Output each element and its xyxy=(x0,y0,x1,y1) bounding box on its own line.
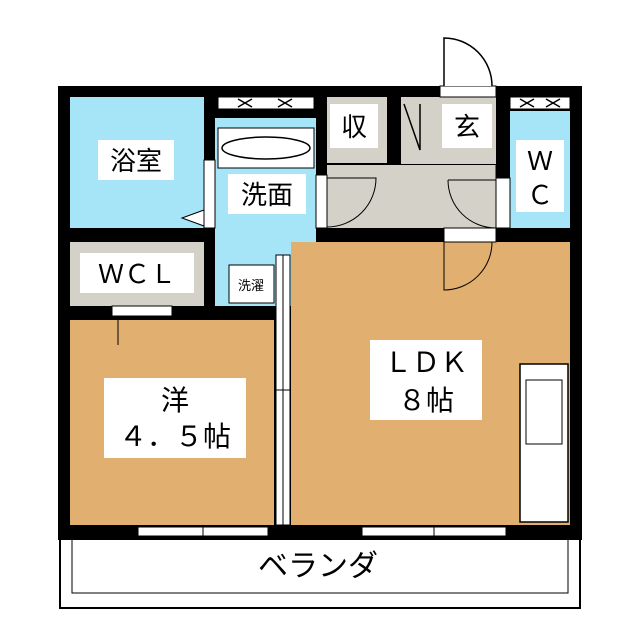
veranda xyxy=(59,536,581,609)
washroom-label-box xyxy=(228,174,306,214)
laundry-label: 洗濯 xyxy=(238,279,264,294)
ldk-door xyxy=(443,227,497,243)
entrance-door-opening xyxy=(439,85,497,98)
storage-label-box xyxy=(330,104,378,148)
kitchen-sink xyxy=(525,379,563,445)
western-label-box xyxy=(104,378,246,458)
hallway xyxy=(327,165,496,228)
window-top-right xyxy=(509,96,571,110)
bath-label-box xyxy=(98,140,174,180)
toilet-door xyxy=(495,177,511,229)
ldk-door-swing xyxy=(443,241,493,291)
entrance-label-box xyxy=(442,104,492,148)
window-top-left-mark xyxy=(237,98,293,108)
entrance-label: 玄 xyxy=(454,113,480,143)
toilet-label-c: Ｃ xyxy=(527,181,553,211)
toilet-label-box xyxy=(516,140,564,212)
washroom-label: 洗面 xyxy=(241,181,293,211)
ldk-label-line2: ８帖 xyxy=(398,384,454,417)
storage-label: 収 xyxy=(341,113,367,143)
wcl-door xyxy=(111,305,173,317)
veranda-label: ベランダ xyxy=(258,549,378,584)
storage-door xyxy=(403,103,421,151)
western-label-line1: 洋 xyxy=(161,384,189,417)
western-label-line2: ４．５帖 xyxy=(119,420,231,453)
wcl-label-box xyxy=(80,253,194,293)
bath-door xyxy=(203,159,216,229)
ldk-label-box xyxy=(370,340,482,420)
wcl-label: ＷＣＬ xyxy=(98,260,176,290)
bath-label: 浴室 xyxy=(110,147,162,177)
laundry-space xyxy=(228,264,275,304)
window-top-right-mark xyxy=(519,98,561,108)
window-top-left xyxy=(217,96,315,110)
entrance-door-swing xyxy=(443,37,493,87)
bath-door-fold xyxy=(180,209,205,227)
ldk-label-line1: ＬＤＫ xyxy=(384,346,468,379)
toilet-label-w: Ｗ xyxy=(527,147,553,177)
washroom-door-swing xyxy=(326,177,377,228)
washbasin xyxy=(221,136,311,160)
washroom-door xyxy=(315,174,328,229)
